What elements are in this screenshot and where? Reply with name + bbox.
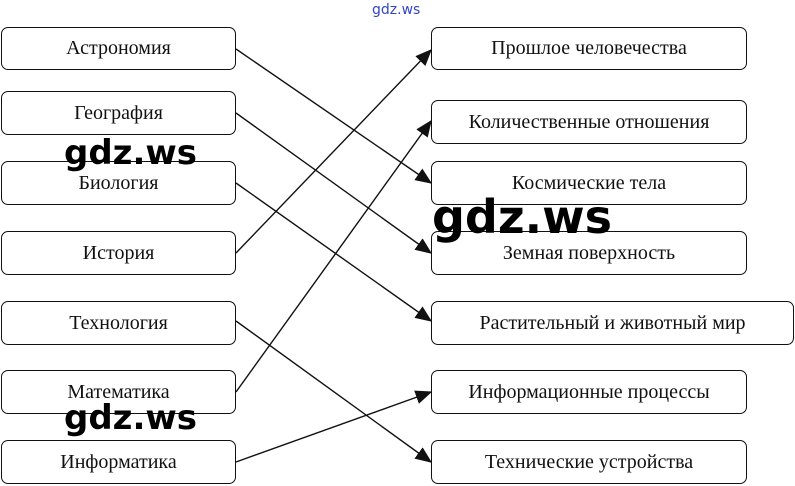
right-box-information: Информационные процессы bbox=[431, 370, 747, 414]
watermark-top: gdz.ws bbox=[372, 2, 421, 18]
left-label: История bbox=[82, 241, 155, 264]
left-box-history: История bbox=[1, 231, 236, 275]
right-box-quantitative: Количественные отношения bbox=[431, 100, 747, 144]
right-box-devices: Технические устройства bbox=[431, 440, 747, 484]
left-label: Математика bbox=[67, 380, 170, 403]
left-box-astronomy: Астрономия bbox=[1, 27, 236, 70]
right-label: Количественные отношения bbox=[468, 110, 710, 133]
left-box-informatics: Информатика bbox=[1, 440, 236, 484]
left-box-geography: География bbox=[1, 91, 236, 135]
left-label: География bbox=[74, 101, 163, 124]
right-box-cosmic: Космические тела bbox=[431, 161, 747, 205]
arrow bbox=[235, 48, 432, 254]
arrow bbox=[235, 182, 433, 322]
arrow bbox=[235, 112, 433, 254]
arrow bbox=[235, 390, 433, 463]
left-box-mathematics: Математика bbox=[1, 370, 236, 414]
right-box-flora-fauna: Растительный и животный мир bbox=[431, 301, 794, 345]
watermark: gdz.ws bbox=[64, 398, 198, 438]
arrow bbox=[235, 48, 433, 184]
left-box-technology: Технология bbox=[1, 301, 236, 345]
watermark: gdz.ws bbox=[432, 190, 612, 244]
watermark: gdz.ws bbox=[64, 133, 198, 173]
right-label: Прошлое человечества bbox=[491, 37, 687, 59]
left-box-biology: Биология bbox=[1, 161, 236, 205]
right-label: Информационные процессы bbox=[468, 380, 710, 403]
right-label: Космические тела bbox=[511, 171, 667, 194]
right-label: Растительный и животный мир bbox=[479, 311, 746, 334]
arrow bbox=[235, 320, 433, 463]
arrow bbox=[235, 119, 432, 393]
right-box-past: Прошлое человечества bbox=[431, 27, 747, 70]
left-label: Биология bbox=[78, 171, 159, 194]
right-label: Земная поверхность bbox=[502, 241, 676, 264]
right-label: Технические устройства bbox=[484, 450, 694, 473]
left-label: Астрономия bbox=[66, 37, 171, 59]
right-box-earth: Земная поверхность bbox=[431, 231, 747, 275]
left-label: Технология bbox=[69, 311, 168, 334]
left-label: Информатика bbox=[60, 450, 177, 473]
